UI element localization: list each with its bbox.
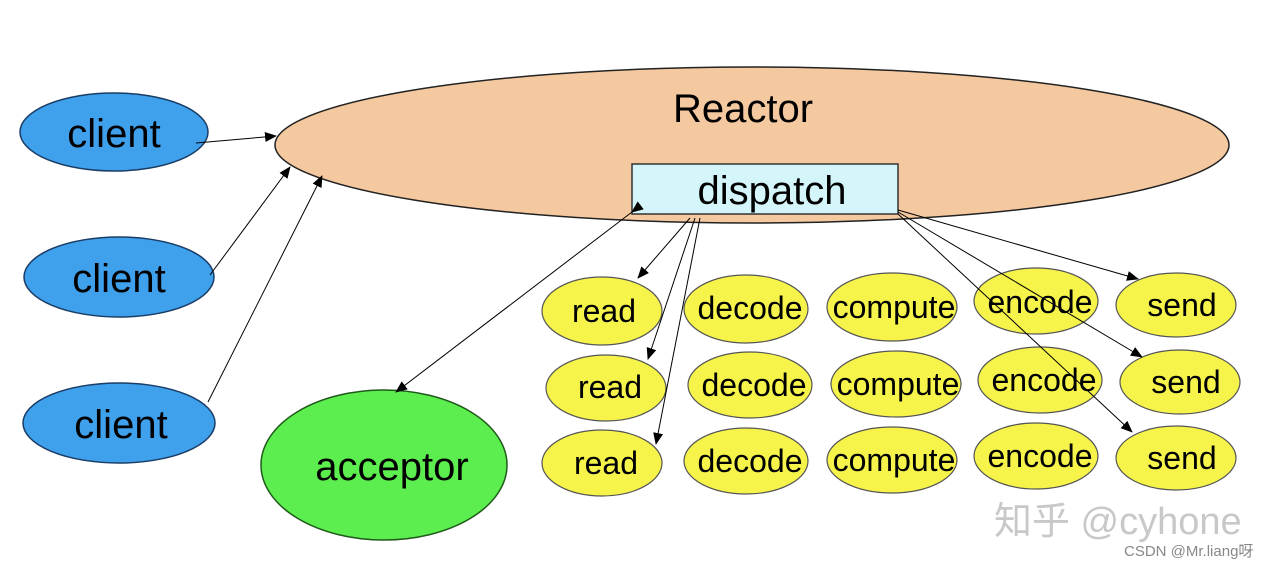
compute-node-2: compute (830, 350, 962, 418)
dispatch-label: dispatch (698, 169, 847, 213)
send-label-2: send (1151, 364, 1220, 400)
decode-node-2: decode (687, 351, 813, 419)
send-node-1: send (1115, 272, 1237, 338)
read-node-1: read (541, 276, 663, 346)
compute-label-1: compute (833, 289, 956, 325)
reactor-node: Reactor (274, 66, 1230, 224)
send-label-1: send (1147, 287, 1216, 323)
decode-label-3: decode (698, 443, 803, 479)
csdn-watermark: CSDN @Mr.liang呀 (1124, 543, 1254, 560)
dispatch-box: dispatch (631, 163, 899, 215)
arrow-dispatch-to-read-3 (653, 217, 701, 445)
client-node-1: client (19, 92, 209, 172)
arrow-client1-to-reactor (195, 131, 277, 144)
arrow-dispatch-to-send-2 (897, 211, 1143, 358)
encode-node-3: encode (973, 422, 1099, 490)
reactor-label: Reactor (673, 87, 813, 131)
handler-row-3: read decode compute encode send (541, 422, 1237, 497)
compute-label-3: compute (833, 442, 956, 478)
acceptor-node: acceptor (260, 389, 508, 541)
handler-row-1: read decode compute encode send (541, 267, 1237, 346)
arrow-client3-to-reactor (207, 175, 323, 403)
read-node-3: read (541, 429, 663, 497)
decode-node-1: decode (683, 274, 809, 344)
zhihu-watermark: 知乎 @cyhone (994, 501, 1242, 543)
read-label-3: read (574, 445, 638, 481)
decode-node-3: decode (683, 427, 809, 495)
encode-label-2: encode (992, 362, 1097, 398)
encode-label-1: encode (988, 284, 1093, 320)
encode-node-1: encode (973, 267, 1099, 335)
decode-label-1: decode (698, 290, 803, 326)
read-label-1: read (572, 293, 636, 329)
compute-node-3: compute (826, 426, 958, 494)
handler-row-2: read decode compute encode send (545, 346, 1241, 422)
read-node-2: read (545, 354, 667, 422)
compute-label-2: compute (837, 366, 960, 402)
encode-label-3: encode (988, 438, 1093, 474)
send-label-3: send (1147, 440, 1216, 476)
client-label-2: client (72, 257, 165, 301)
connectors (195, 131, 1143, 445)
decode-label-2: decode (702, 367, 807, 403)
read-label-2: read (578, 369, 642, 405)
client-label-3: client (74, 403, 167, 447)
arrow-dispatch-acceptor (395, 201, 644, 393)
encode-node-2: encode (977, 346, 1103, 414)
send-node-3: send (1115, 425, 1237, 491)
arrow-dispatch-to-send-1 (897, 209, 1139, 281)
arrow-dispatch-to-read-1 (637, 217, 691, 279)
acceptor-label: acceptor (315, 445, 468, 489)
compute-node-1: compute (826, 272, 958, 342)
arrow-dispatch-to-send-3 (897, 213, 1133, 433)
send-node-2: send (1119, 349, 1241, 415)
client-node-2: client (23, 236, 215, 318)
arrow-client2-to-reactor (209, 166, 291, 276)
arrow-dispatch-to-read-2 (646, 217, 696, 360)
client-label-1: client (67, 112, 160, 156)
client-node-3: client (22, 382, 216, 464)
